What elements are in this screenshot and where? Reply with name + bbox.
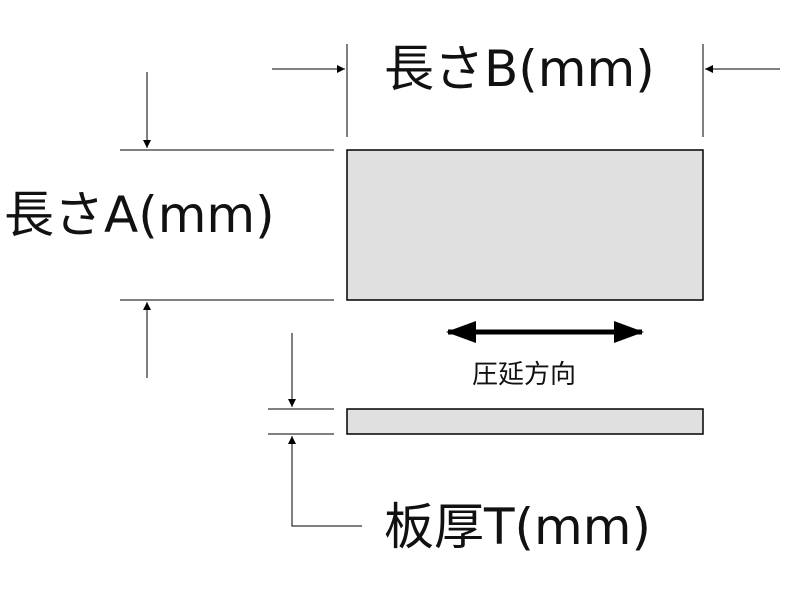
thickness-label: 板厚T(mm) [384,498,651,556]
plate-top-view [346,149,704,301]
rolling-direction-label: 圧延方向 [472,360,577,390]
thickness-leader-arrow [288,436,362,527]
rolling-direction-arrowhead-left [446,321,476,343]
length-a-label: 長さA(mm) [4,186,275,244]
length-b-label: 長さB(mm) [384,40,655,98]
rolling-direction-arrowhead-right [614,321,644,343]
plate-side-view [346,408,704,435]
